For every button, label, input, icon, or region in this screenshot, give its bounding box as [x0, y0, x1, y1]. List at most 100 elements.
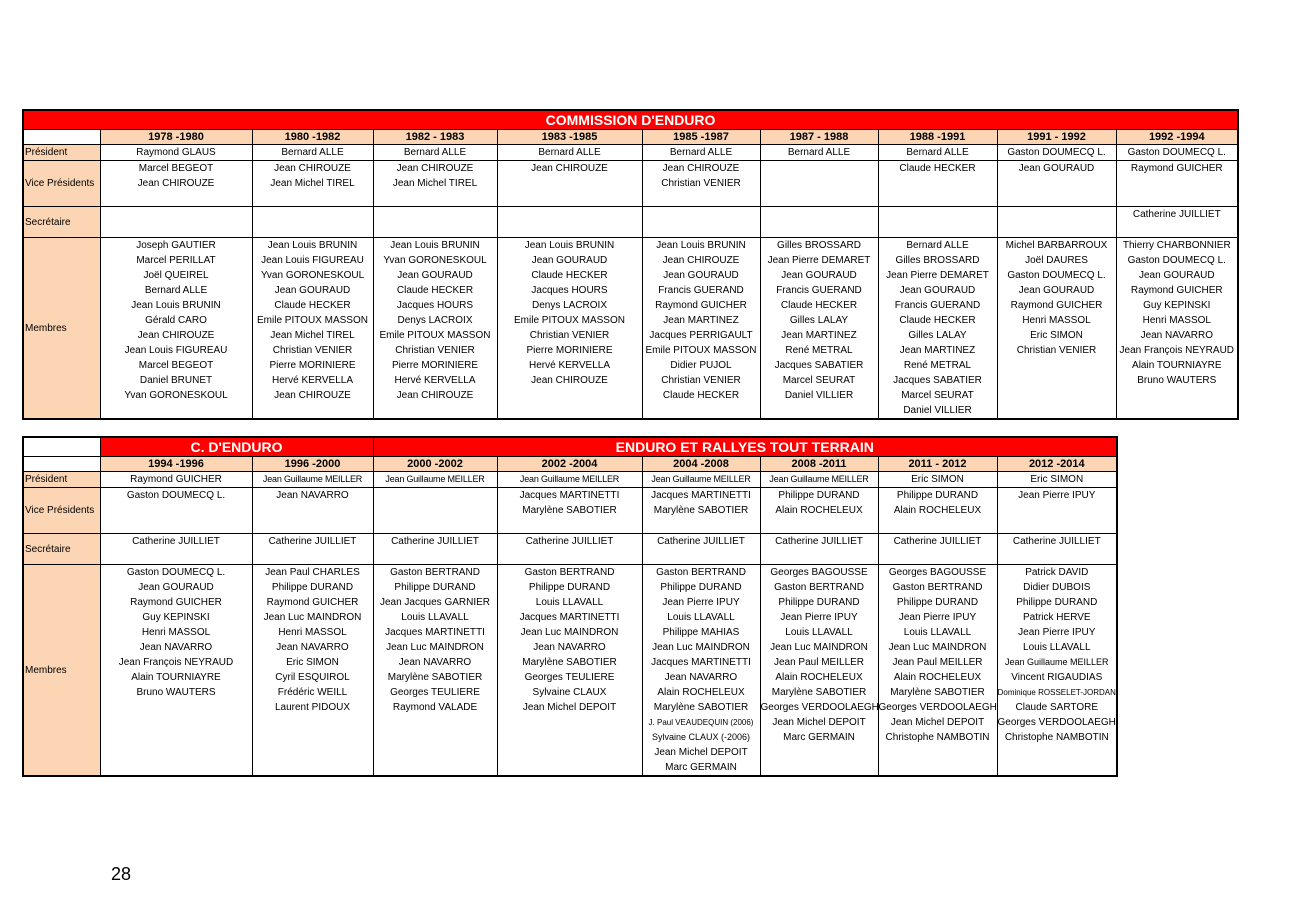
- person-name: Jean Paul MEILLER: [773, 657, 865, 668]
- person-name: Alain ROCHELEUX: [893, 505, 982, 516]
- page-number: 28: [111, 864, 132, 884]
- secretary-cell: [996, 206, 1117, 238]
- person-name: Claude HECKER: [899, 315, 976, 326]
- vice-presidents-cell: Raymond GUICHER: [1115, 160, 1239, 207]
- person-name: Alain ROCHELEUX: [893, 672, 982, 683]
- person-name: Eric SIMON: [1030, 330, 1083, 341]
- person-name: Claude SARTORE: [1015, 702, 1098, 713]
- person-name: Jean CHIROUZE: [531, 375, 608, 386]
- person-name: Dominique ROSSELET-JORDAN: [997, 688, 1116, 697]
- secretary-cell: Catherine JUILLIET: [372, 533, 498, 565]
- corner-cell: [23, 437, 100, 457]
- president-cell: Raymond GLAUS: [99, 144, 253, 161]
- person-name: Jean Luc MAINDRON: [770, 642, 868, 653]
- corner-cell: [23, 456, 100, 472]
- person-name: Jean MARTINEZ: [899, 345, 976, 356]
- person-name: Patrick HERVE: [1022, 612, 1091, 623]
- person-name: Jean Michel TIREL: [270, 178, 355, 189]
- person-name: Eric SIMON: [286, 657, 339, 668]
- person-name: Louis LLAVALL: [903, 627, 972, 638]
- person-name: Thierry CHARBONNIER: [1122, 240, 1231, 251]
- period-header: 1987 - 1988: [759, 129, 879, 145]
- period-header: 2008 -2011: [759, 456, 879, 472]
- person-name: Raymond GUICHER: [1130, 285, 1223, 296]
- person-name: Frédéric WEILL: [277, 687, 348, 698]
- person-name: Gaston DOUMECQ L.: [126, 567, 226, 578]
- president-cell: Jean Guillaume MEILLER: [759, 471, 879, 488]
- secretary-cell: Catherine JUILLIET: [877, 533, 998, 565]
- person-name: Georges VERDOOLAEGHE: [760, 702, 878, 713]
- person-name: Jean Pierre IPUY: [780, 612, 858, 623]
- person-name: Philippe DURAND: [528, 582, 611, 593]
- period-header: 2012 -2014: [996, 456, 1118, 472]
- person-name: Jean Pierre IPUY: [1018, 627, 1096, 638]
- person-name: Jean Michel DEPOIT: [890, 717, 985, 728]
- president-cell: Jean Guillaume MEILLER: [496, 471, 643, 488]
- period-header: 2011 - 2012: [877, 456, 998, 472]
- president-cell: Jean Guillaume MEILLER: [251, 471, 374, 488]
- person-name: Jean Paul MEILLER: [892, 657, 983, 668]
- person-name: Emile PITOUX MASSON: [645, 345, 757, 356]
- enduro-rallyes-table: C. D'ENDURO ENDURO ET RALLYES TOUT TERRA…: [22, 436, 1119, 777]
- person-name: Jean NAVARRO: [398, 657, 472, 668]
- period-header: 1983 -1985: [496, 129, 643, 145]
- secretary-cell: [99, 206, 253, 238]
- period-header: 2002 -2004: [496, 456, 643, 472]
- person-name: Gilles BROSSARD: [777, 240, 861, 251]
- person-name: Jean Louis BRUNIN: [524, 240, 615, 251]
- person-name: Marylène SABOTIER: [653, 505, 749, 516]
- person-name: Marc GERMAIN: [783, 732, 855, 743]
- president-cell: Gaston DOUMECQ L.: [996, 144, 1117, 161]
- period-header: 2000 -2002: [372, 456, 498, 472]
- person-name: Sylvaine CLAUX (-2006): [651, 732, 751, 742]
- vice-presidents-cell: Jean NAVARRO: [251, 487, 374, 534]
- person-name: Pierre MORINIERE: [269, 360, 356, 371]
- person-name: Philippe DURAND: [1016, 597, 1098, 608]
- person-name: Emile PITOUX MASSON: [257, 315, 368, 326]
- person-name: Raymond GUICHER: [130, 597, 222, 608]
- table-title: COMMISSION D'ENDURO: [22, 109, 1239, 130]
- person-name: Marcel BEGEOT: [138, 360, 214, 371]
- person-name: Jean MARTINEZ: [663, 315, 739, 326]
- person-name: Hervé KERVELLA: [394, 375, 476, 386]
- person-name: Daniel VILLIER: [903, 405, 972, 416]
- person-name: Georges TEULIERE: [390, 687, 480, 698]
- period-header: 1988 -1991: [877, 129, 998, 145]
- president-cell: Bernard ALLE: [759, 144, 879, 161]
- period-header: 1994 -1996: [99, 456, 253, 472]
- person-name: Bernard ALLE: [144, 285, 208, 296]
- person-name: Philippe DURAND: [778, 490, 860, 501]
- person-name: Louis LLAVALL: [667, 612, 735, 623]
- president-cell: Bernard ALLE: [641, 144, 761, 161]
- period-header: 1985 -1987: [641, 129, 761, 145]
- corner-cell: [23, 129, 100, 145]
- person-name: Jacques MARTINETTI: [519, 612, 620, 623]
- person-name: Georges TEULIERE: [524, 672, 615, 683]
- person-name: Catherine JUILLIET: [525, 536, 614, 547]
- person-name: Alain ROCHELEUX: [775, 672, 863, 683]
- person-name: Joseph GAUTIER: [136, 240, 216, 251]
- person-name: Catherine JUILLIET: [657, 536, 745, 547]
- person-name: Marcel BEGEOT: [138, 163, 214, 174]
- person-name: Gaston BERTRAND: [390, 567, 480, 578]
- person-name: Jean CHIROUZE: [274, 390, 351, 401]
- person-name: J. Paul VEAUDEQUIN (2006): [648, 718, 754, 727]
- person-name: Jean GOURAUD: [397, 270, 473, 281]
- president-cell: Raymond GUICHER: [99, 471, 253, 488]
- person-name: Catherine JUILLIET: [775, 536, 863, 547]
- person-name: Jean Michel DEPOIT: [772, 717, 866, 728]
- person-name: Jean Michel DEPOIT: [522, 702, 617, 713]
